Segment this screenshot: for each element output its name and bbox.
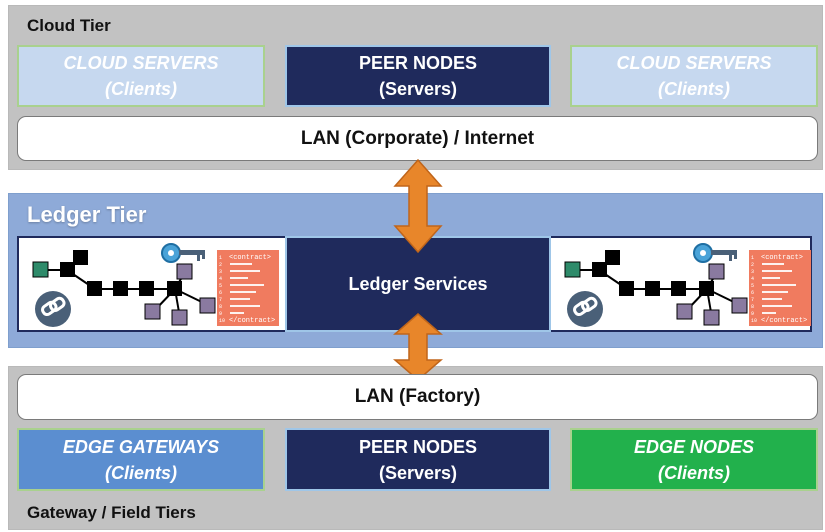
contract-open-tag: <contract> <box>761 254 803 262</box>
cloud-peer-nodes-box: PEER NODES (Servers) <box>285 45 551 107</box>
box-subtitle: (Servers) <box>378 462 458 483</box>
chain-link-icon <box>567 291 603 327</box>
contract-line-number: 9 <box>219 311 222 317</box>
contract-line-number: 8 <box>751 304 754 310</box>
blockchain-graphic-left: <contract> 1 2 3 4 5 6 7 8 9 10 </contra… <box>32 243 279 327</box>
contract-line-number: 2 <box>219 262 222 268</box>
contract-line-number: 3 <box>219 269 222 275</box>
ledger-gateway-arrow-icon <box>393 313 443 381</box>
box-title: CLOUD SERVERS <box>63 53 219 73</box>
cloud-servers-right-box: CLOUD SERVERS (Clients) <box>570 45 818 107</box>
cloud-tier-title: Cloud Tier <box>27 16 111 35</box>
box-subtitle: (Clients) <box>658 462 730 483</box>
edge-nodes-box: EDGE NODES (Clients) <box>570 428 818 491</box>
ledger-services-label: Ledger Services <box>348 273 488 294</box>
ledger-tier-title: Ledger Tier <box>27 202 147 227</box>
box-title: PEER NODES <box>358 53 478 73</box>
contract-line-number: 7 <box>219 297 222 303</box>
contract-line-number: 7 <box>751 297 754 303</box>
contract-line-number: 6 <box>219 290 222 296</box>
contract-open-tag: <contract> <box>229 254 271 262</box>
contract-line-number: 9 <box>751 311 754 317</box>
contract-close-tag: </contract> <box>761 317 807 325</box>
key-icon <box>161 243 205 263</box>
contract-line-number: 5 <box>751 283 754 289</box>
contract-line-number: 4 <box>219 276 222 282</box>
ledger-services-box: Ledger Services <box>285 236 551 332</box>
box-title: CLOUD SERVERS <box>616 53 772 73</box>
contract-line-number: 1 <box>219 255 222 261</box>
edge-gateways-box: EDGE GATEWAYS (Clients) <box>17 428 265 491</box>
contract-document-icon: <contract> 1 2 3 4 5 6 7 8 9 10 </contra… <box>217 250 279 326</box>
cloud-ledger-arrow-icon <box>393 158 443 254</box>
contract-line-number: 1 <box>751 255 754 261</box>
contract-line-number: 6 <box>751 290 754 296</box>
box-subtitle: (Servers) <box>378 79 458 99</box>
chain-link-icon <box>35 291 71 327</box>
lan-factory-bar: LAN (Factory) <box>17 374 818 420</box>
contract-line-number: 4 <box>751 276 754 282</box>
box-subtitle: (Clients) <box>105 462 177 483</box>
contract-line-number: 10 <box>219 318 225 324</box>
key-icon <box>693 243 737 263</box>
box-subtitle: (Clients) <box>658 79 730 99</box>
box-title: EDGE NODES <box>633 436 755 457</box>
box-title: PEER NODES <box>358 436 478 457</box>
contract-line-number: 10 <box>751 318 757 324</box>
gateway-peer-nodes-box: PEER NODES (Servers) <box>285 428 551 491</box>
lan-corporate-internet-bar: LAN (Corporate) / Internet <box>17 116 818 161</box>
blockchain-graphic-right: <contract> 1 2 3 4 5 6 7 8 9 10 </contra… <box>564 243 811 327</box>
gateway-tier-title: Gateway / Field Tiers <box>27 503 196 522</box>
contract-line-number: 8 <box>219 304 222 310</box>
box-subtitle: (Clients) <box>105 79 177 99</box>
cloud-servers-left-box: CLOUD SERVERS (Clients) <box>17 45 265 107</box>
box-title: EDGE GATEWAYS <box>62 436 220 457</box>
contract-document-icon: <contract> 1 2 3 4 5 6 7 8 9 10 </contra… <box>749 250 811 326</box>
contract-line-number: 2 <box>751 262 754 268</box>
contract-line-number: 5 <box>219 283 222 289</box>
contract-close-tag: </contract> <box>229 317 275 325</box>
contract-line-number: 3 <box>751 269 754 275</box>
